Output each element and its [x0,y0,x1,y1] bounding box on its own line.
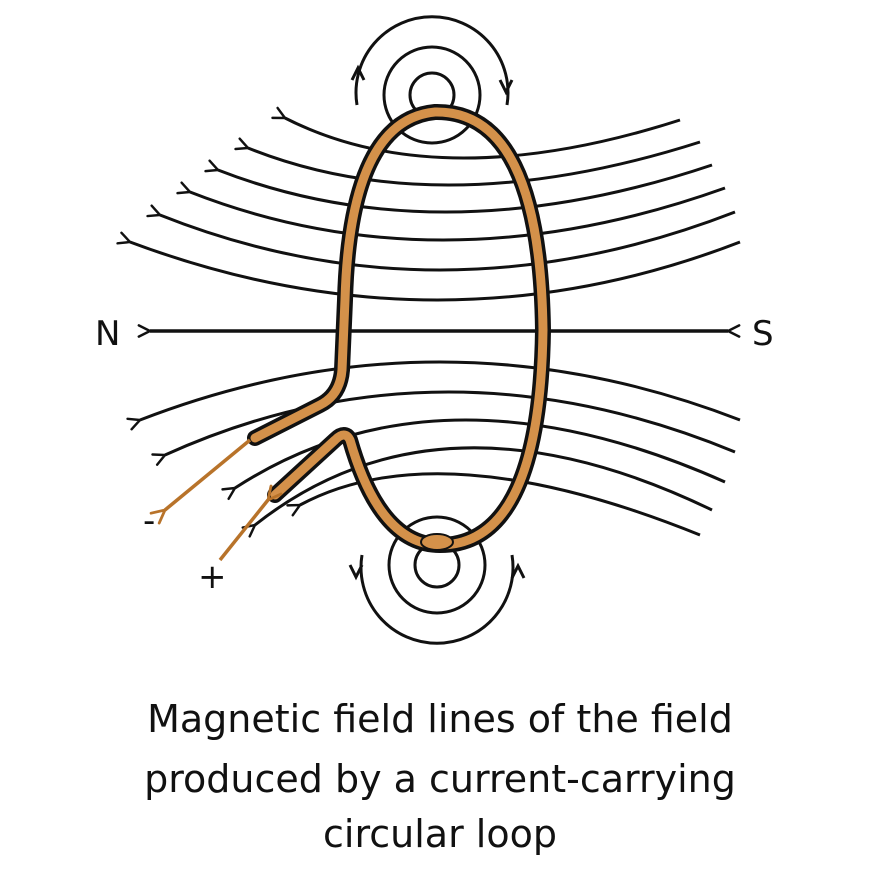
north-label: N [95,314,120,354]
field-line [300,472,701,537]
caption-line-2: produced by a current-carrying [144,757,736,801]
field-lines [130,118,741,537]
caption-line-3: circular loop [323,812,557,856]
south-label: S [752,314,774,354]
field-line [165,390,736,455]
field-line [160,212,736,272]
field-line [255,446,713,525]
field-line [235,418,726,488]
field-line [285,118,681,160]
field-line [248,142,701,187]
field-line [190,188,726,242]
negative-lead-arrow [165,438,252,510]
field-line [218,165,713,214]
caption-line-1: Magnetic field lines of the field [147,697,733,741]
current-leads [165,438,268,562]
wire-loop [247,103,551,553]
field-line [140,360,741,420]
minus-label: - [143,501,155,541]
positive-lead-arrow [218,500,268,562]
plus-label: + [198,557,227,597]
field-line [130,242,741,302]
top-rings [350,15,514,145]
